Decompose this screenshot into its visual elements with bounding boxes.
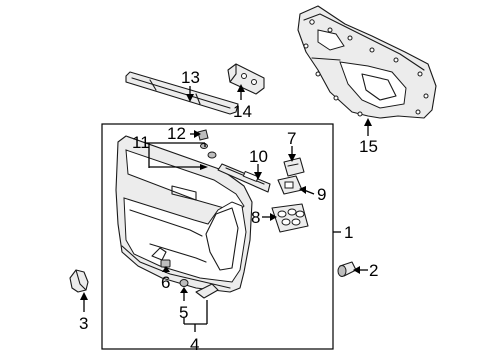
callout-13: 13 <box>181 68 200 87</box>
callout-labels: 1 2 3 4 5 6 7 8 9 10 11 12 13 14 15 <box>79 68 378 354</box>
callout-12: 12 <box>167 124 186 143</box>
door-trim-panel-part <box>115 135 253 293</box>
callout-7: 7 <box>287 129 296 148</box>
switch-bezel-part <box>217 163 271 193</box>
inner-door-carrier-part <box>297 5 437 119</box>
retainer-clip-parts <box>179 279 219 299</box>
lock-knob-part <box>160 259 171 268</box>
window-switch-part <box>283 157 305 177</box>
bracket-part <box>227 63 265 95</box>
callout-15: 15 <box>359 137 378 156</box>
callout-5: 5 <box>179 303 188 322</box>
cover-cap-part <box>69 269 89 293</box>
callout-1: 1 <box>344 223 353 242</box>
callout-3: 3 <box>79 314 88 333</box>
callout-14: 14 <box>233 102 252 121</box>
callout-4: 4 <box>190 335 199 354</box>
callout-11: 11 <box>132 133 150 152</box>
leader-lines <box>80 84 372 332</box>
upper-trim-strip-part <box>125 71 239 115</box>
multi-switch-panel-part <box>271 203 309 233</box>
callout-6: 6 <box>161 273 170 292</box>
callout-10: 10 <box>249 147 268 166</box>
callout-8: 8 <box>251 208 260 227</box>
switch-assembly-part <box>277 175 303 195</box>
screw-parts <box>197 129 217 159</box>
door-trim-assembly-frame <box>101 123 334 350</box>
clip-grommet-part <box>337 261 357 277</box>
callout-2: 2 <box>369 261 378 280</box>
callout-9: 9 <box>317 185 326 204</box>
